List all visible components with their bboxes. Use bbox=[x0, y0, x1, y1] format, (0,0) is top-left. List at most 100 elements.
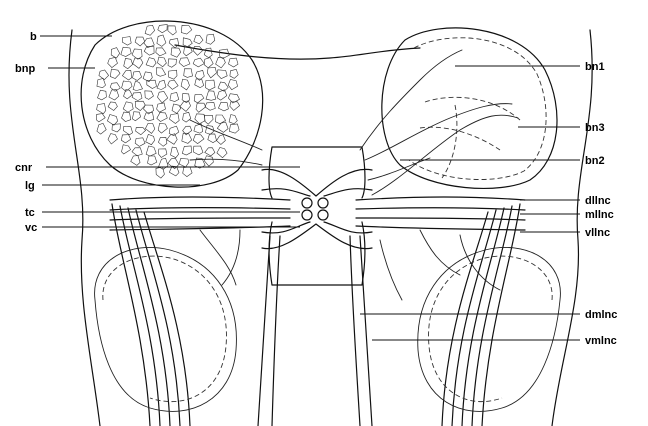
brain-nerves bbox=[190, 50, 518, 300]
neuropil-cell bbox=[194, 35, 203, 44]
neuropil-cell bbox=[107, 115, 117, 126]
right-brain-lobe bbox=[382, 28, 557, 189]
neuropil-cell bbox=[193, 58, 204, 67]
left-descending-cords bbox=[112, 204, 190, 426]
neuropil-cell bbox=[229, 115, 237, 124]
neuropil-cell bbox=[180, 101, 191, 111]
neuropil-cell bbox=[172, 104, 181, 113]
neuropil-cell bbox=[148, 156, 157, 165]
neuropil-cell bbox=[228, 80, 237, 90]
label-tc: tc bbox=[25, 207, 35, 219]
neuropil-cell bbox=[123, 127, 132, 135]
neuropil-cell bbox=[183, 112, 191, 122]
neuropil-cell bbox=[169, 166, 179, 176]
neuropil-cell bbox=[171, 48, 181, 58]
neuropil-cell bbox=[218, 82, 228, 91]
label-bn2: bn2 bbox=[585, 155, 605, 167]
neuropil-cell bbox=[122, 70, 131, 80]
neuropil-cell bbox=[145, 25, 155, 35]
neuropil-cell bbox=[158, 92, 168, 103]
label-vc: vc bbox=[25, 222, 37, 234]
neuropil-cell bbox=[110, 69, 120, 78]
neuropil-cell bbox=[206, 34, 215, 44]
neuropil-cell bbox=[183, 38, 192, 47]
neuropil-cell bbox=[184, 69, 193, 78]
neuropil-cell bbox=[217, 90, 227, 100]
neuropil-cell bbox=[144, 46, 154, 55]
neuropil-cell bbox=[193, 135, 204, 144]
neuropil-cell bbox=[230, 69, 238, 78]
neuropil-cell bbox=[157, 113, 168, 122]
neuropil-cell bbox=[217, 70, 227, 79]
neuropil-cell bbox=[169, 114, 179, 124]
neuropil-cell bbox=[156, 68, 165, 77]
neuropil-cell bbox=[196, 103, 206, 112]
medial-nerve-cords bbox=[258, 236, 372, 426]
neuropil-cell bbox=[179, 58, 190, 67]
neuropil-cell bbox=[194, 95, 204, 103]
neuropil-cell bbox=[96, 114, 105, 122]
neuropil-cell bbox=[181, 25, 192, 34]
neuropil-cell bbox=[135, 138, 145, 147]
neuropil-cell bbox=[98, 90, 107, 100]
neuropil-cell bbox=[121, 135, 130, 143]
neuropil-cell bbox=[207, 68, 216, 78]
neuropil-cell bbox=[205, 115, 214, 124]
neuropil-cell bbox=[97, 104, 106, 114]
neuropil-cell bbox=[145, 91, 154, 100]
neuropil-cell bbox=[169, 39, 178, 49]
label-dmlnc: dmlnc bbox=[585, 309, 617, 321]
body-outline bbox=[69, 30, 592, 426]
neuropil-cell bbox=[156, 167, 165, 178]
neuropil-cell bbox=[132, 49, 142, 59]
neuropil-cell bbox=[168, 26, 176, 35]
neuropil-cell bbox=[158, 137, 167, 146]
neuropil-cell bbox=[230, 102, 240, 111]
neuropil-cell bbox=[122, 37, 131, 46]
neuropil-cell bbox=[132, 93, 142, 101]
neuropil-cell bbox=[135, 37, 145, 46]
label-mllnc: mllnc bbox=[585, 209, 614, 221]
neuropil-cell bbox=[204, 156, 213, 167]
neuropil-cell bbox=[124, 90, 133, 99]
neuropil-cell bbox=[171, 147, 179, 158]
neuropil-cell bbox=[208, 134, 217, 143]
right-descending-cords bbox=[442, 204, 520, 426]
neuropil-cell bbox=[111, 48, 120, 59]
neuropil-cell bbox=[181, 79, 189, 90]
label-bnp: bnp bbox=[15, 63, 35, 75]
neuropil-cell bbox=[97, 79, 106, 88]
neuropil-cell bbox=[158, 149, 167, 158]
label-bn1: bn1 bbox=[585, 61, 605, 73]
neuropil-cell bbox=[205, 103, 215, 111]
label-dllnc: dllnc bbox=[585, 195, 611, 207]
label-vmlnc: vmlnc bbox=[585, 335, 617, 347]
neuropil-cell bbox=[195, 114, 205, 124]
neuropil-cell bbox=[157, 80, 166, 89]
neuropil-cell bbox=[121, 47, 132, 56]
neuropil-cell bbox=[108, 102, 117, 111]
neuropil-cell bbox=[122, 112, 131, 121]
neuropil-cell bbox=[124, 58, 133, 68]
neuropil-cell bbox=[193, 146, 203, 155]
brain-neuropil-cells bbox=[96, 25, 239, 179]
neuropil-cell bbox=[218, 102, 228, 111]
neuropil-cell bbox=[123, 102, 133, 112]
label-b: b bbox=[30, 31, 37, 43]
neuropil-cell bbox=[146, 58, 156, 67]
neuropil-cell bbox=[157, 103, 166, 112]
neuropil-cell bbox=[205, 80, 215, 90]
neuropil-cell bbox=[157, 35, 166, 46]
neuropil-cell bbox=[170, 93, 179, 102]
neuropil-cell bbox=[182, 146, 191, 155]
neuropil-cell bbox=[156, 48, 166, 56]
neuropil-cell bbox=[158, 57, 167, 67]
neuropil-cell bbox=[109, 90, 119, 100]
neuropil-cell bbox=[133, 81, 142, 91]
neuropil-cell bbox=[108, 57, 118, 67]
neuropil-cell bbox=[204, 58, 213, 68]
neuropil-cell bbox=[183, 167, 192, 177]
neuropil-cell bbox=[132, 112, 140, 121]
